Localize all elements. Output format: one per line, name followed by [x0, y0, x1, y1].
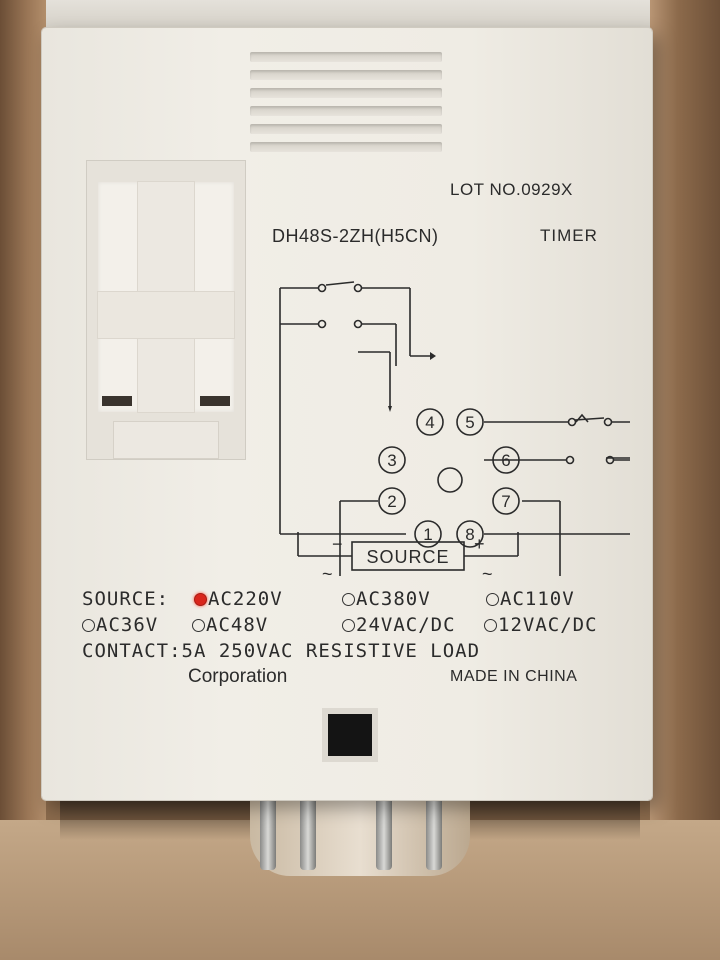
radio-circle-icon [486, 592, 499, 606]
terminal-1: 1 [414, 520, 442, 548]
cardboard-box-left-wall [0, 0, 46, 960]
svg-text:3: 3 [387, 451, 396, 470]
voltage-option-ac36v: AC36V [82, 614, 158, 636]
terminal-2: 2 [378, 487, 406, 515]
svg-text:8: 8 [465, 525, 474, 544]
connector-pin [300, 800, 316, 870]
voltage-option-ac48v: AC48V [192, 614, 268, 636]
country-of-origin: MADE IN CHINA [450, 668, 578, 685]
product-type: TIMER [540, 226, 598, 245]
terminal-6: 6 [492, 446, 520, 474]
radio-circle-icon [342, 618, 355, 632]
terminal-5: 5 [456, 408, 484, 436]
svg-text:5: 5 [465, 413, 474, 432]
voltage-option-24vacdc: 24VAC/DC [342, 614, 456, 636]
svg-text:1: 1 [423, 525, 432, 544]
radio-circle-icon [484, 618, 497, 632]
ac-symbol-right: ~ [482, 564, 493, 584]
ventilation-slots [250, 52, 442, 160]
voltage-option-ac110v: AC110V [486, 588, 575, 610]
radio-circle-icon [82, 618, 95, 632]
timer-relay-housing: LOT NO.0929X DH48S-2ZH(H5CN) TIMER [42, 28, 652, 800]
connector-pin [376, 800, 392, 870]
manufacturer-name: Corporation [188, 666, 288, 687]
svg-text:6: 6 [501, 451, 510, 470]
ac-symbol-left: ~ [322, 564, 333, 584]
adjustment-slot [322, 708, 378, 762]
voltage-option-ac380v: AC380V [342, 588, 431, 610]
terminal-8: 8 [456, 520, 484, 548]
plus-sign: + [474, 534, 485, 554]
lot-number: LOT NO.0929X [450, 180, 573, 199]
terminal-7: 7 [492, 487, 520, 515]
mounting-clip-panel [86, 160, 246, 460]
terminal-4: 4 [416, 408, 444, 436]
source-label: SOURCE: [82, 588, 170, 610]
contact-rating: CONTACT:5A 250VAC RESISTIVE LOAD [82, 640, 481, 662]
source-box-label: SOURCE [366, 547, 449, 567]
svg-text:4: 4 [425, 413, 434, 432]
source-connection: SOURCE − + ~ ~ [297, 532, 519, 584]
selected-indicator-dot [194, 592, 207, 606]
radio-circle-icon [342, 592, 355, 606]
voltage-option-ac220v: AC220V [194, 588, 283, 610]
terminal-3: 3 [378, 446, 406, 474]
connector-pin [426, 800, 442, 870]
cardboard-box-right-wall [650, 0, 720, 960]
model-number: DH48S-2ZH(H5CN) [272, 226, 439, 246]
svg-text:2: 2 [387, 492, 396, 511]
svg-text:7: 7 [501, 492, 510, 511]
connector-pin [260, 800, 276, 870]
radio-circle-icon [192, 618, 205, 632]
wiring-diagram: 4 5 3 6 2 [279, 281, 630, 576]
voltage-option-12vacdc: 12VAC/DC [484, 614, 598, 636]
minus-sign: − [332, 534, 343, 554]
